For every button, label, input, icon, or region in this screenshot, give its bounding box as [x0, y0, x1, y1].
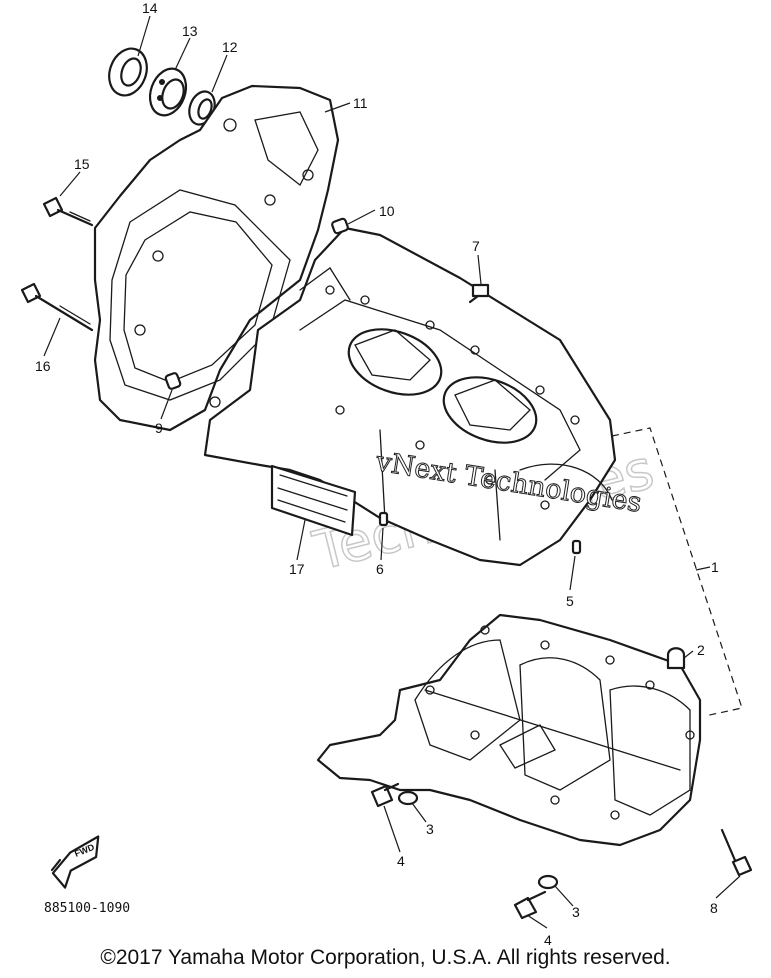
part-9-dowel [164, 372, 182, 390]
callout-4a: 4 [397, 853, 405, 869]
callout-9: 9 [155, 420, 163, 436]
callout-2: 2 [697, 642, 705, 658]
part-11-crankcase-cover [93, 84, 340, 432]
callout-4b: 4 [544, 932, 552, 948]
callout-3a: 3 [426, 821, 434, 837]
callout-3b: 3 [572, 904, 580, 920]
copyright-notice: ©2017 Yamaha Motor Corporation, U.S.A. A… [100, 946, 671, 969]
part-2-cap [666, 647, 686, 670]
part-8-bolt [720, 828, 753, 877]
fwd-arrow-icon [50, 835, 100, 889]
assembly-bracket [611, 427, 743, 717]
part-13-bearing [148, 67, 188, 117]
callout-16: 16 [35, 358, 51, 374]
callout-11: 11 [353, 95, 368, 111]
part-17-plate [270, 464, 357, 537]
leader-1 [695, 566, 711, 571]
part-5-pin [571, 539, 582, 555]
part-3-washer-b [537, 874, 559, 890]
callout-6: 6 [376, 561, 384, 577]
part-1-crankcase-upper [203, 226, 617, 567]
part-3-washer-a [397, 790, 419, 806]
callout-7: 7 [472, 238, 480, 254]
leader-lines [43, 15, 741, 929]
part-7-bolt [468, 283, 490, 304]
callout-13: 13 [182, 23, 198, 39]
part-4-bolt-b [513, 890, 547, 920]
part-1-crankcase-lower [316, 613, 702, 847]
callout-17: 17 [289, 561, 305, 577]
part-14-oil-seal [108, 47, 148, 97]
diagram-code: 885100-1090 [44, 901, 130, 916]
part-4-bolt-a [370, 782, 400, 808]
callout-10: 10 [379, 203, 395, 219]
part-10-dowel [331, 217, 349, 235]
callout-5: 5 [566, 593, 574, 609]
callout-8: 8 [710, 900, 718, 916]
callout-1: 1 [711, 559, 719, 575]
callout-14: 14 [142, 0, 158, 16]
part-15-bolt [42, 196, 94, 227]
callout-15: 15 [74, 156, 90, 172]
part-6-pin [378, 511, 389, 527]
part-16-bolt [20, 282, 94, 332]
callout-12: 12 [222, 39, 238, 55]
